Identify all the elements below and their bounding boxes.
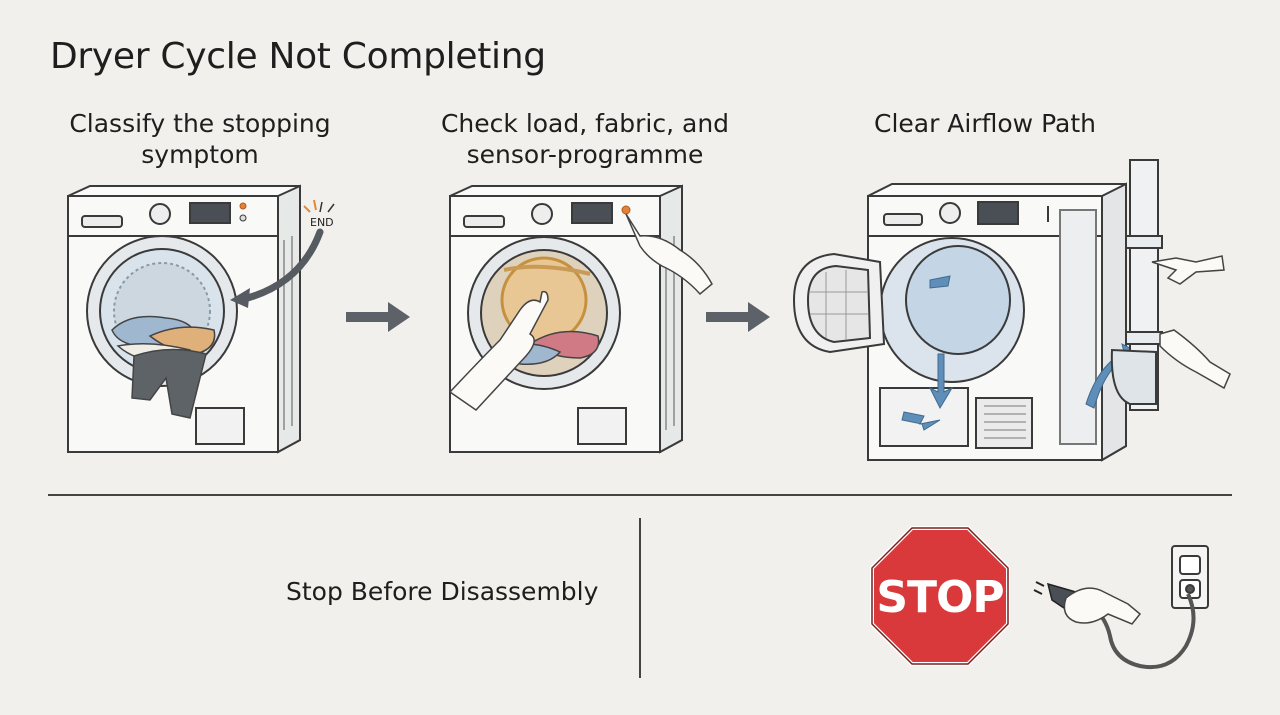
vent-duct-icon [1110, 159, 1163, 411]
wall-outlet-icon [1171, 545, 1209, 609]
stop-sign-text: STOP [876, 572, 1003, 623]
curved-arrow-icon [236, 228, 324, 304]
step-3-label: Clear Airflow Path [873, 109, 1096, 138]
dryer-illustration-3 [867, 182, 1127, 462]
hand-touching-drum-icon [448, 290, 549, 411]
step-1-label: Classify the stopping symptom [69, 109, 331, 169]
stop-sign-icon: STOP [870, 526, 1010, 666]
step-2-label: Check load, fabric, and sensor-programme [440, 109, 730, 169]
page-title: Dryer Cycle Not Completing [50, 36, 546, 77]
dryer-illustration-2 [449, 184, 683, 454]
stop-before-disassembly-label: Stop Before Disassembly [286, 577, 599, 606]
flow-arrow-1 [346, 302, 410, 332]
end-display-text: END [310, 216, 334, 229]
vertical-divider [639, 518, 641, 678]
curved-arrow-head [230, 288, 250, 308]
open-door-filter-icon [792, 252, 886, 354]
hand-pressing-button-icon [625, 213, 713, 296]
clothes-drum-1 [111, 315, 216, 419]
end-indicator-icon: END [303, 199, 335, 229]
horizontal-divider [48, 494, 1232, 496]
unplugged-cord-icon [1033, 581, 1196, 669]
hands-inspecting-duct-icon [1151, 255, 1231, 390]
flow-arrow-2 [706, 302, 770, 332]
